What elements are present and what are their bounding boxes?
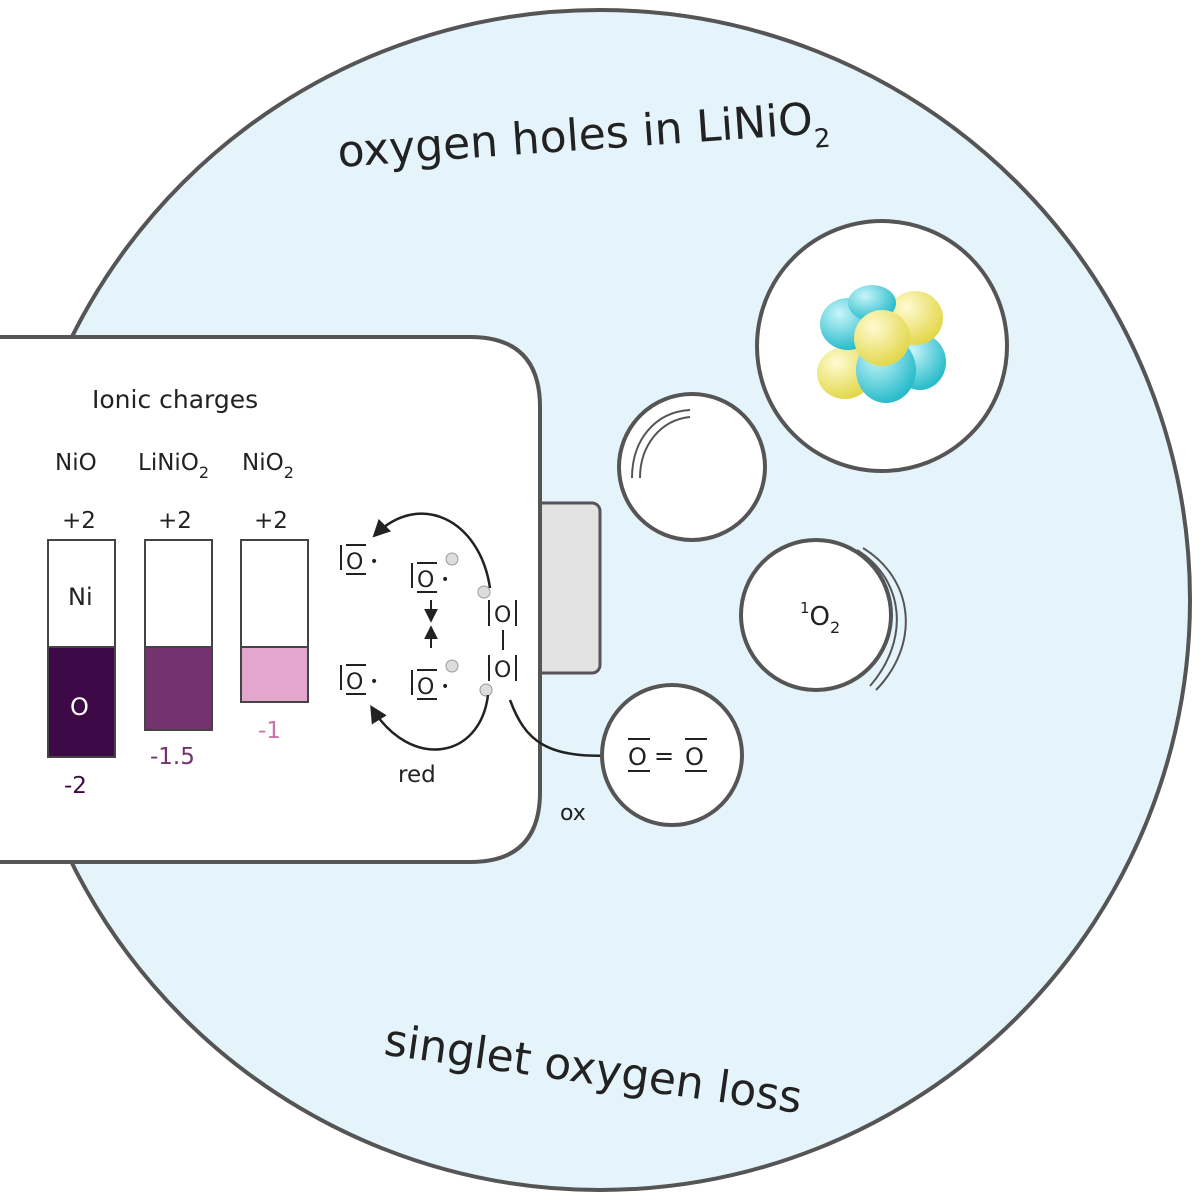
singlet-o2-label: 1O2	[800, 599, 840, 637]
o2-circle	[600, 683, 744, 827]
panel-heading: Ionic charges	[92, 385, 258, 414]
svg-text:O: O	[494, 658, 511, 683]
o-radical-left-bottom: O •	[340, 664, 378, 695]
ni-charge-nio2: +2	[254, 508, 288, 534]
o-radical-mid-top: O •	[411, 552, 459, 593]
ox-label: ox	[560, 801, 586, 826]
o-charge-nio2: -1	[258, 718, 281, 744]
o-radical-mid-bottom: O •	[411, 659, 459, 700]
o-fill-nio2	[240, 646, 309, 703]
o-fill-nio	[47, 646, 116, 758]
svg-text:=: =	[654, 742, 674, 770]
bar-label-ni: Ni	[68, 583, 93, 611]
bubble-highlight	[631, 409, 691, 479]
o-fill-linio2	[144, 646, 213, 731]
orbital-lobes	[817, 285, 946, 403]
svg-text:O: O	[494, 603, 511, 628]
red-label: red	[398, 762, 436, 788]
svg-text:•: •	[370, 554, 378, 570]
column-header-linio2: LiNiO2	[138, 450, 209, 482]
arrow-to-bottom-radical	[370, 694, 490, 751]
bar-label-o: O	[70, 693, 89, 721]
o-charge-linio2: -1.5	[150, 744, 195, 770]
singlet-highlight	[856, 549, 898, 687]
svg-text:O: O	[417, 568, 434, 593]
ni-charge-linio2: +2	[158, 508, 192, 534]
o-charge-nio: -2	[64, 773, 87, 799]
mechanism: O • O • O • O •	[340, 544, 517, 700]
svg-text:•: •	[370, 674, 378, 690]
column-header-nio: NiO	[55, 450, 97, 476]
peroxide: O O	[477, 585, 517, 697]
o2-molecule: O = O	[628, 738, 707, 772]
svg-text:O: O	[346, 670, 363, 695]
svg-text:•: •	[441, 679, 449, 695]
arrow-to-top-radical	[372, 512, 492, 589]
svg-text:O: O	[417, 675, 434, 700]
ni-charge-nio: +2	[62, 508, 96, 534]
arrow-to-o2	[508, 699, 624, 765]
svg-text:O: O	[628, 743, 647, 771]
svg-text:•: •	[441, 572, 449, 588]
svg-text:O: O	[346, 550, 363, 575]
singlet-highlight-2	[862, 547, 907, 691]
charge-bars	[47, 539, 309, 758]
o-radical-left-top: O •	[340, 544, 378, 575]
column-header-nio2: NiO2	[242, 450, 294, 482]
bubble-highlight-2	[639, 416, 691, 479]
singlet-o2-circle	[739, 538, 893, 692]
svg-text:O: O	[685, 743, 704, 771]
empty-bubble	[617, 392, 767, 542]
